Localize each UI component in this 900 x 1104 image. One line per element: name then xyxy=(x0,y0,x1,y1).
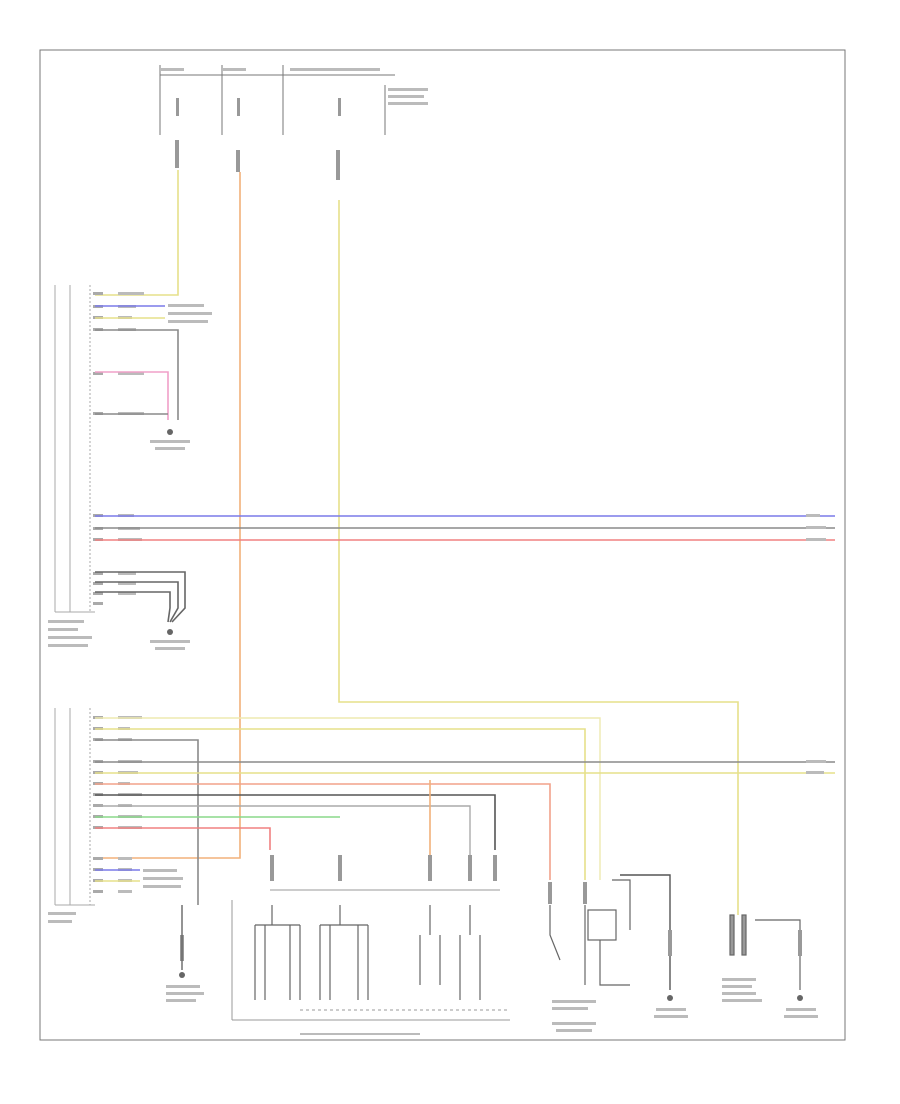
ground-point-1 xyxy=(167,429,173,435)
diagram-border xyxy=(39,49,846,1041)
module-lower-label xyxy=(48,912,76,923)
wire-salmon-1 xyxy=(95,783,551,880)
wire-red-1 xyxy=(95,827,271,850)
wire-yellow-left xyxy=(95,170,179,296)
wire-gray-ground-1 xyxy=(95,329,179,420)
wire-color-codes-upper xyxy=(118,292,144,595)
wire-gray-ground-2a xyxy=(95,571,186,623)
ground-label-2 xyxy=(150,640,190,650)
right-wire-codes-1 xyxy=(806,514,826,541)
ground-point-2 xyxy=(167,629,173,635)
right-module xyxy=(729,914,801,990)
fuse-connectors xyxy=(175,140,340,180)
heater-element-2 xyxy=(319,905,369,1000)
connectors-bottom xyxy=(270,855,587,904)
top-feed-labels xyxy=(160,68,428,105)
wire-dark-right-1 xyxy=(620,874,671,990)
right-wire-codes-2 xyxy=(806,760,826,774)
wire-orange-main xyxy=(95,172,241,859)
wire-yellow-right xyxy=(338,200,739,915)
relay-switch xyxy=(549,879,631,986)
top-feeds xyxy=(159,65,395,135)
wire-gray-ground-2b xyxy=(95,581,179,623)
splice-label-2 xyxy=(143,869,183,888)
wire-gray-ground-2c xyxy=(95,591,171,623)
module-upper xyxy=(54,285,95,613)
fuse-symbols xyxy=(176,98,341,116)
ground-label-4 xyxy=(654,1008,688,1018)
ground-label-1 xyxy=(150,440,190,450)
switch-block xyxy=(419,905,481,1000)
wire-yellow-2 xyxy=(95,728,586,880)
heater-element-1 xyxy=(254,905,301,1000)
module-upper-label xyxy=(48,620,92,647)
right-module-label xyxy=(722,978,818,1018)
ground-label-3 xyxy=(166,985,204,1002)
wire-gray-3 xyxy=(95,739,199,905)
module-lower xyxy=(54,708,95,906)
relay-label xyxy=(552,1000,596,1032)
wire-color-codes-lower xyxy=(118,716,142,893)
splice-label-1 xyxy=(168,304,212,323)
wire-lightyellow-1 xyxy=(95,717,601,880)
ground-point-4 xyxy=(667,995,673,1001)
ground-point-3 xyxy=(179,972,185,978)
pin-labels-upper xyxy=(93,292,103,605)
ground-point-5 xyxy=(797,995,803,1001)
wire-dark-1 xyxy=(95,794,496,850)
pin-labels-lower xyxy=(93,716,103,893)
seat-assembly-frame xyxy=(231,889,510,1021)
wire-pink-ground-1 xyxy=(95,371,169,420)
